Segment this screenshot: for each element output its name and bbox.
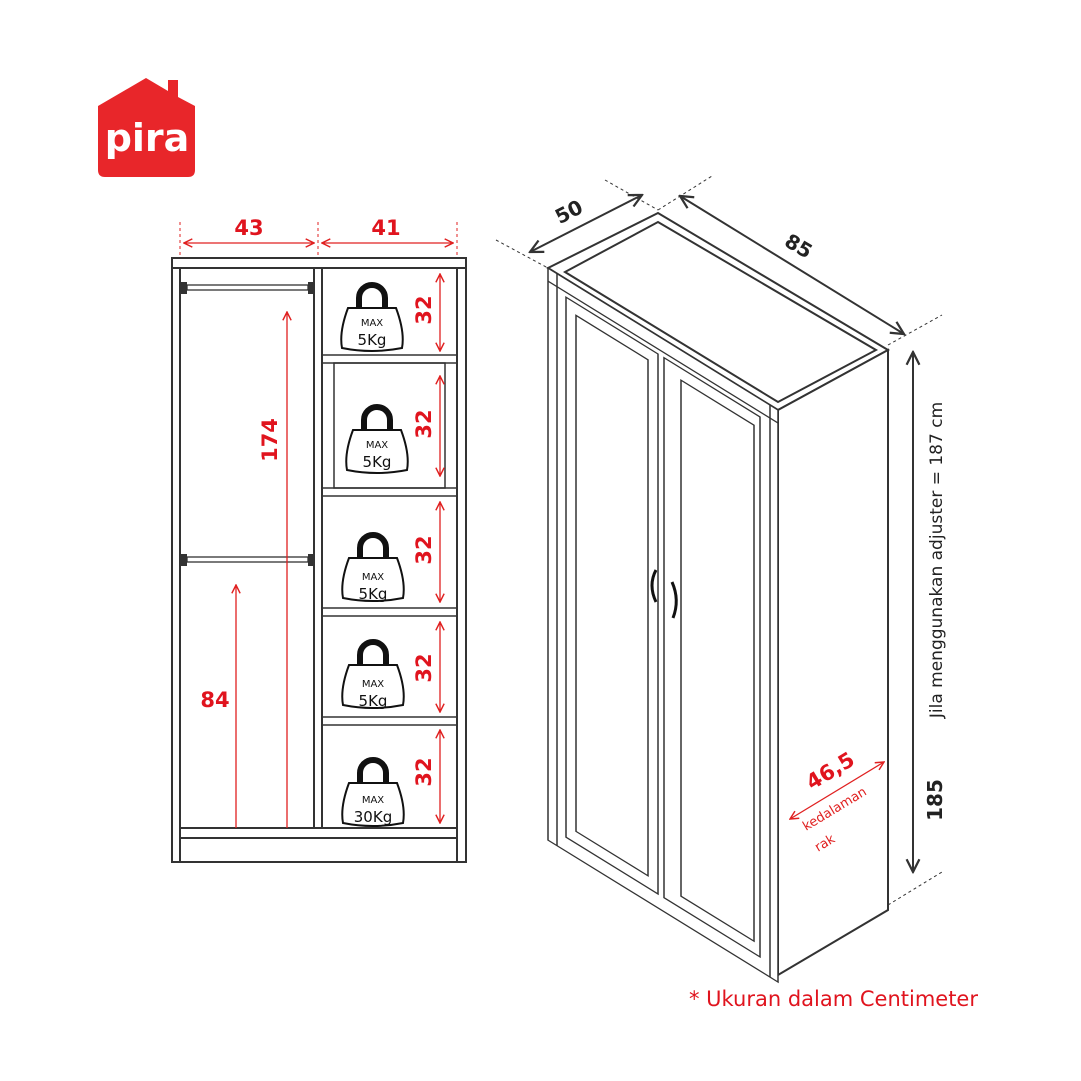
shelf-2: MAX 5Kg 32 — [346, 376, 440, 476]
units-footnote: * Ukuran dalam Centimeter — [689, 987, 978, 1011]
front-view: 43 41 174 84 MAX 5Kg — [171, 216, 467, 863]
max-label: MAX — [366, 440, 388, 451]
max-label: MAX — [362, 679, 384, 690]
shelf-1: MAX 5Kg 32 — [341, 274, 440, 351]
pira-logo: pira — [98, 78, 195, 177]
depth-label: 50 — [551, 195, 587, 229]
shelf-height-label: 32 — [412, 409, 436, 438]
height-label: 185 — [923, 779, 947, 821]
max-label: MAX — [362, 795, 384, 806]
max-label: MAX — [362, 572, 384, 583]
right-door-handle-icon — [670, 581, 678, 619]
shelf-5: MAX 30Kg 32 — [342, 730, 440, 826]
max-label: MAX — [361, 318, 383, 329]
width-label: 85 — [780, 229, 816, 264]
shelf-height-label: 32 — [412, 757, 436, 786]
shelf-height-label: 32 — [412, 535, 436, 564]
hanging-rail-bottom — [181, 554, 314, 566]
load-label: 5Kg — [359, 585, 388, 603]
width-left-label: 43 — [234, 216, 263, 240]
hanging-rail-top — [181, 282, 314, 294]
width-right-label: 41 — [371, 216, 400, 240]
logo-text: pira — [105, 116, 190, 160]
load-label: 30Kg — [354, 808, 392, 826]
load-label: 5Kg — [358, 331, 387, 349]
hanging-height-top-label: 174 — [258, 418, 282, 462]
perspective-view: 50 85 185 Jila menggunakan adjuster = 18… — [495, 175, 947, 984]
shelf-3: MAX 5Kg 32 — [342, 502, 440, 603]
load-label: 5Kg — [359, 692, 388, 710]
shelf-4: MAX 5Kg 32 — [342, 622, 440, 712]
hanging-height-bottom-label: 84 — [200, 688, 229, 712]
load-label: 5Kg — [363, 453, 392, 471]
adjuster-note: Jila menggunakan adjuster = 187 cm — [927, 402, 947, 719]
shelf-height-label: 32 — [412, 295, 436, 324]
left-door-handle-icon — [650, 569, 658, 603]
shelf-height-label: 32 — [412, 653, 436, 682]
